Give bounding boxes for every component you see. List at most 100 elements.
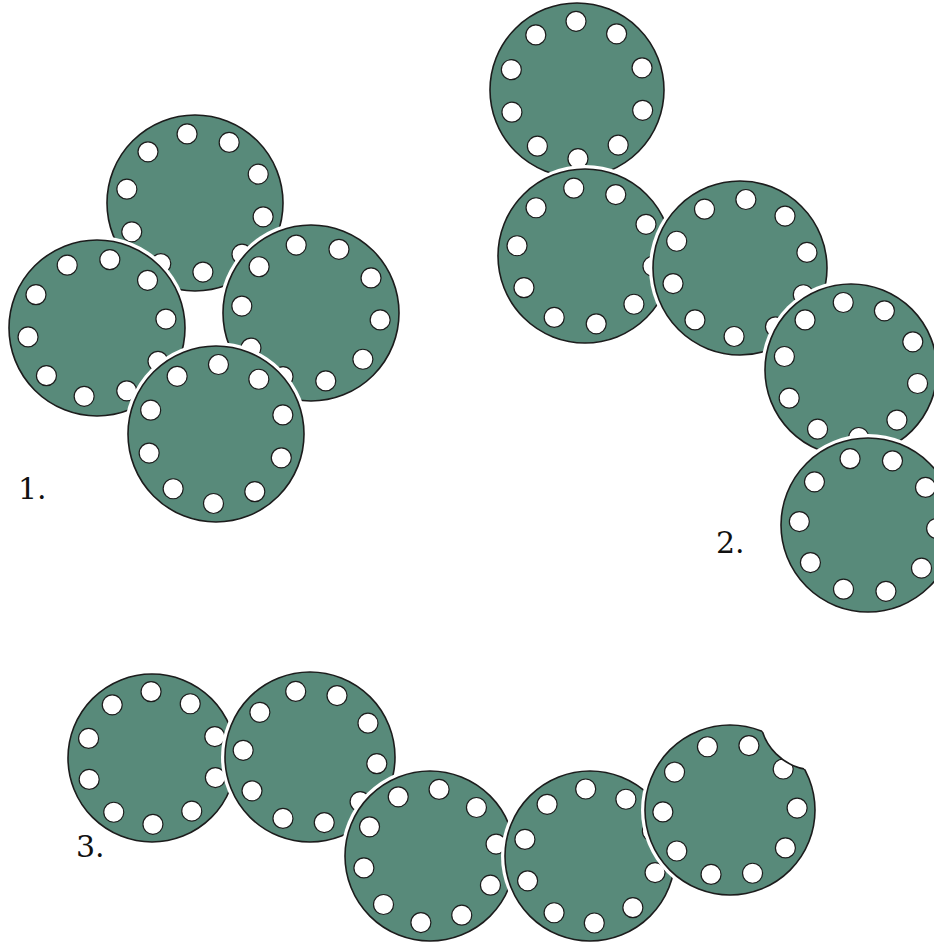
white-hole: [908, 373, 928, 393]
white-hole: [667, 841, 687, 861]
circle-group: [486, 0, 934, 616]
white-hole: [834, 579, 854, 599]
gap-halo: [777, 434, 934, 616]
white-hole: [143, 814, 163, 834]
white-hole: [775, 206, 795, 226]
white-hole: [208, 355, 228, 375]
white-hole: [360, 817, 380, 837]
white-hole: [139, 443, 159, 463]
white-hole: [429, 779, 449, 799]
white-hole: [249, 257, 269, 277]
white-hole: [141, 400, 161, 420]
gap-halo: [221, 668, 399, 846]
white-hole: [663, 274, 683, 294]
green-disc: [345, 771, 515, 941]
white-hole: [701, 864, 721, 884]
white-hole: [374, 894, 394, 914]
white-hole: [774, 347, 794, 367]
white-hole: [876, 581, 896, 601]
white-hole: [177, 124, 197, 144]
white-hole: [74, 386, 94, 406]
white-hole: [452, 905, 472, 925]
white-hole: [779, 388, 799, 408]
dotted-circle: [761, 280, 934, 460]
white-hole: [606, 185, 626, 205]
white-hole: [361, 268, 381, 288]
white-hole: [840, 449, 860, 469]
white-hole: [808, 419, 828, 439]
white-hole: [564, 178, 584, 198]
white-hole: [874, 301, 894, 321]
white-hole: [79, 769, 99, 789]
white-hole: [584, 913, 604, 933]
white-hole: [233, 740, 253, 760]
green-disc: [765, 284, 934, 456]
white-hole: [232, 296, 252, 316]
white-hole: [773, 759, 793, 779]
white-hole: [466, 798, 486, 818]
white-hole: [623, 898, 643, 918]
white-hole: [633, 100, 653, 120]
white-hole: [502, 102, 522, 122]
white-hole: [180, 694, 200, 714]
white-hole: [697, 737, 717, 757]
white-hole: [685, 310, 705, 330]
white-hole: [204, 493, 224, 513]
white-hole: [797, 242, 817, 262]
white-hole: [566, 11, 586, 31]
gap-halo: [341, 767, 519, 945]
white-hole: [518, 871, 538, 891]
white-hole: [273, 405, 293, 425]
white-hole: [616, 789, 636, 809]
white-hole: [156, 309, 176, 329]
white-hole: [927, 518, 934, 538]
white-hole: [286, 681, 306, 701]
white-hole: [117, 179, 137, 199]
white-hole: [624, 294, 644, 314]
white-hole: [544, 307, 564, 327]
circle-group: [5, 111, 403, 526]
white-hole: [249, 369, 269, 389]
group-number: 3.: [76, 832, 105, 862]
white-hole: [916, 477, 934, 497]
white-hole: [795, 310, 815, 330]
white-hole: [537, 794, 557, 814]
white-hole: [36, 366, 56, 386]
white-hole: [273, 808, 293, 828]
dotted-circle: [124, 342, 308, 526]
white-hole: [912, 558, 932, 578]
white-hole: [526, 198, 546, 218]
green-disc: [128, 346, 304, 522]
white-hole: [411, 913, 431, 933]
white-hole: [800, 553, 820, 573]
green-disc: [225, 672, 395, 842]
white-hole: [514, 278, 534, 298]
white-hole: [353, 349, 373, 369]
white-hole: [480, 875, 500, 895]
white-hole: [26, 285, 46, 305]
white-hole: [253, 207, 273, 227]
green-disc: [68, 674, 236, 842]
gap-halo: [494, 165, 676, 347]
white-hole: [515, 829, 535, 849]
gap-halo: [124, 342, 308, 526]
group-number: 1.: [18, 474, 47, 504]
green-disc: [498, 169, 672, 343]
dotted-circle: [486, 0, 668, 181]
green-disc: [490, 3, 664, 177]
white-hole: [544, 903, 564, 923]
white-hole: [739, 736, 759, 756]
white-hole: [527, 136, 547, 156]
white-hole: [608, 135, 628, 155]
white-hole: [632, 58, 652, 78]
white-hole: [122, 222, 142, 242]
white-hole: [163, 479, 183, 499]
white-hole: [775, 838, 795, 858]
white-hole: [57, 255, 77, 275]
white-hole: [789, 512, 809, 532]
white-hole: [804, 472, 824, 492]
white-hole: [354, 858, 374, 878]
white-hole: [388, 787, 408, 807]
white-hole: [138, 270, 158, 290]
